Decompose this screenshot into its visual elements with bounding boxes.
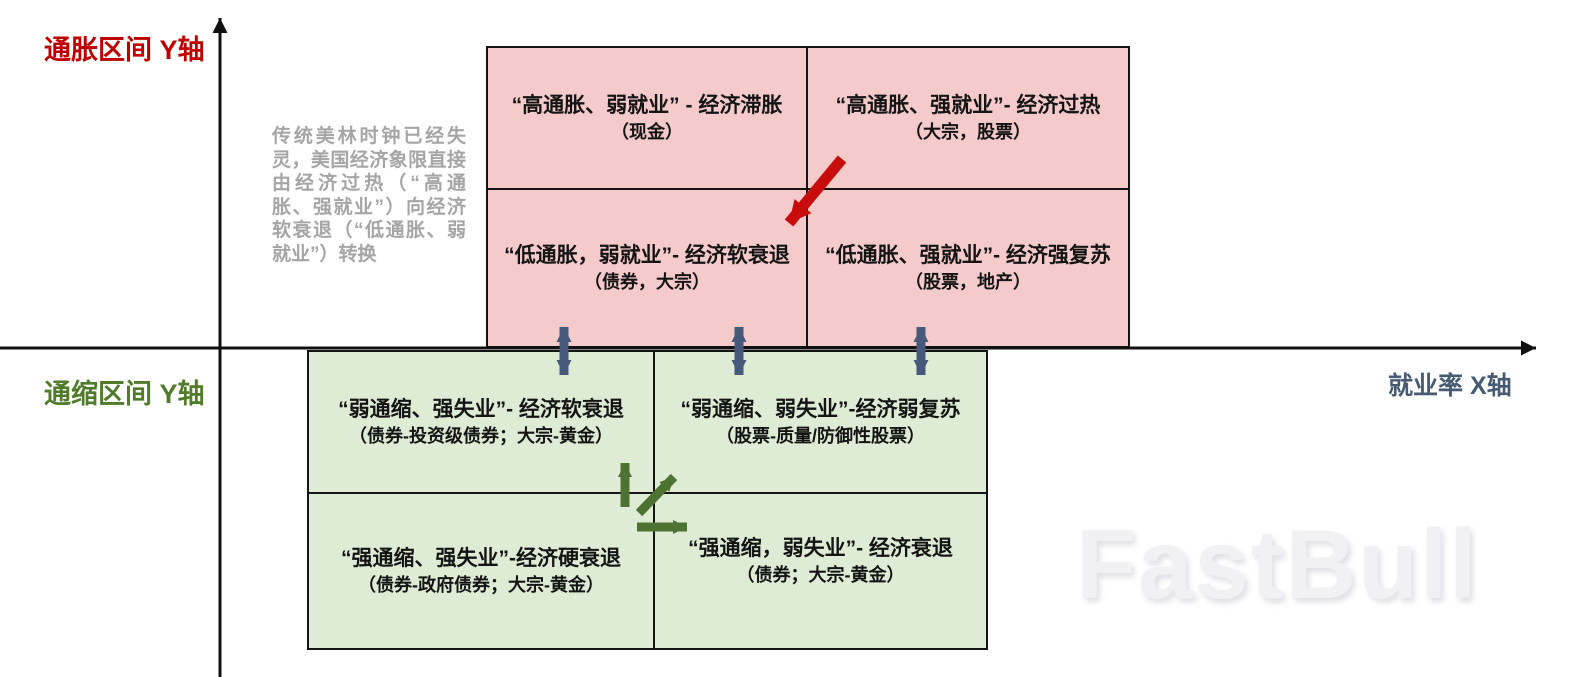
note-text: 传统美林时钟已经失灵，美国经济象限直接由经济过热（“高通胀、强就业”）向经济软衰… <box>272 126 466 265</box>
inflation-quadrant-grid: “高通胀、弱就业” - 经济滞胀 （现金） “高通胀、强就业”- 经济过热 （大… <box>486 46 1130 348</box>
quadrant-title: “高通胀、弱就业” - 经济滞胀 <box>511 93 783 117</box>
quadrant-soft-recession-inflation: “低通胀，弱就业”- 经济软衰退 （债券，大宗） <box>488 190 808 346</box>
quadrant-assets: （债券-投资级债券；大宗-黄金） <box>349 425 613 446</box>
quadrant-title: “弱通缩、强失业”- 经济软衰退 <box>338 397 624 421</box>
quadrant-strong-recovery: “低通胀、强就业”- 经济强复苏 （股票，地产） <box>808 190 1128 346</box>
quadrant-assets: （债券；大宗-黄金） <box>736 565 905 586</box>
deflation-axis-label: 通缩区间 Y轴 <box>44 379 205 409</box>
quadrant-title: “强通缩，弱失业”- 经济衰退 <box>688 537 953 560</box>
quadrant-assets: （债券-政府债券；大宗-黄金） <box>358 574 604 595</box>
quadrant-assets: （现金） <box>611 121 683 142</box>
watermark: FastBull <box>1076 509 1479 619</box>
quadrant-assets: （大宗，股票） <box>905 121 1031 142</box>
quadrant-stagflation: “高通胀、弱就业” - 经济滞胀 （现金） <box>488 48 808 190</box>
quadrant-overheat: “高通胀、强就业”- 经济过热 （大宗，股票） <box>808 48 1128 190</box>
quadrant-weak-recovery: “弱通缩、弱失业”-经济弱复苏 （股票-质量/防御性股票） <box>655 352 986 494</box>
quadrant-title: “低通胀、强就业”- 经济强复苏 <box>825 243 1111 267</box>
quadrant-assets: （股票，地产） <box>905 271 1031 292</box>
deflation-quadrant-grid: “弱通缩、强失业”- 经济软衰退 （债券-投资级债券；大宗-黄金） “弱通缩、弱… <box>307 350 988 650</box>
quadrant-soft-recession-deflation: “弱通缩、强失业”- 经济软衰退 （债券-投资级债券；大宗-黄金） <box>309 352 655 494</box>
quadrant-hard-recession: “强通缩、强失业”-经济硬衰退 （债券-政府债券；大宗-黄金） <box>309 494 655 648</box>
quadrant-assets: （债券，大宗） <box>584 271 710 292</box>
quadrant-title: “低通胀，弱就业”- 经济软衰退 <box>504 243 790 267</box>
quadrant-recession: “强通缩，弱失业”- 经济衰退 （债券；大宗-黄金） <box>655 494 986 648</box>
quadrant-title: “强通缩、强失业”-经济硬衰退 <box>341 546 621 570</box>
inflation-axis-label: 通胀区间 Y轴 <box>44 35 205 65</box>
quadrant-title: “弱通缩、弱失业”-经济弱复苏 <box>680 397 961 421</box>
employment-axis-label: 就业率 X轴 <box>1388 372 1512 400</box>
quadrant-title: “高通胀、强就业”- 经济过热 <box>835 93 1101 117</box>
quadrant-assets: （股票-质量/防御性股票） <box>716 425 925 446</box>
